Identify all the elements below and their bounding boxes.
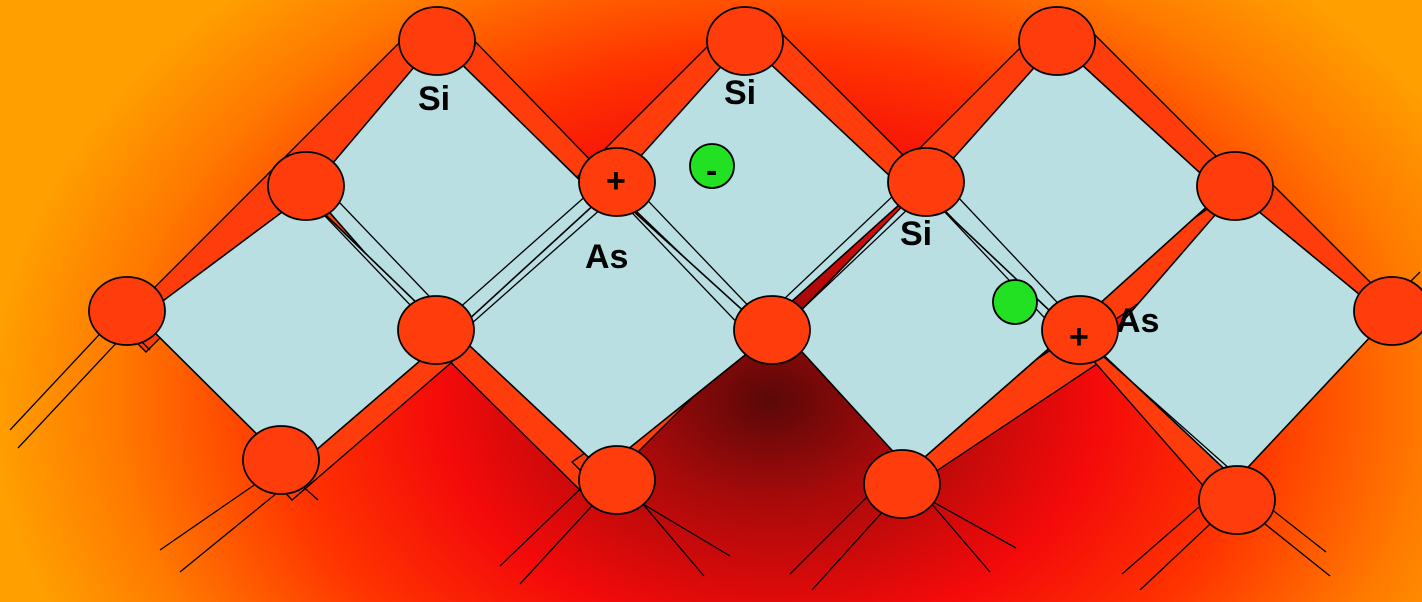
- silicon-atom: [398, 6, 476, 76]
- free-electron: [992, 279, 1038, 325]
- silicon-atom: [242, 425, 320, 495]
- silicon-atom: [88, 276, 166, 346]
- bond-line: [461, 191, 621, 333]
- silicon-atom: [1198, 465, 1276, 535]
- bond-line: [179, 483, 289, 573]
- bond-line: [763, 175, 915, 319]
- as-label: As: [585, 238, 628, 276]
- silicon-atom: [1353, 276, 1422, 346]
- silicon-atom: [578, 445, 656, 515]
- bond-line: [1095, 349, 1241, 479]
- silicon-atom: [397, 295, 475, 365]
- bond-line: [615, 195, 747, 333]
- bond-line: [777, 189, 929, 333]
- si-label: Si: [900, 215, 932, 253]
- bond-line: [939, 177, 1071, 317]
- positive-charge-symbol: +: [1069, 318, 1089, 356]
- negative-charge-symbol: -: [706, 152, 717, 190]
- si-label: Si: [724, 74, 756, 112]
- bond-line: [629, 181, 761, 319]
- silicon-atom: [1196, 151, 1274, 221]
- silicon-atom: [887, 147, 965, 217]
- silicon-atom: [733, 295, 811, 365]
- as-label: As: [1116, 302, 1159, 340]
- silicon-atom: [706, 6, 784, 76]
- atoms: [88, 6, 1422, 535]
- silicon-atom: [1018, 6, 1096, 76]
- free-electron: [689, 143, 735, 189]
- si-label: Si: [418, 80, 450, 118]
- silicon-atom: [863, 449, 941, 519]
- positive-charge-symbol: +: [606, 162, 626, 200]
- bond-line: [447, 177, 607, 319]
- arsenic-atom: [578, 147, 656, 217]
- arsenic-atom: [1041, 295, 1119, 365]
- lattice-cells: [138, 38, 1390, 482]
- silicon-atom: [267, 151, 345, 221]
